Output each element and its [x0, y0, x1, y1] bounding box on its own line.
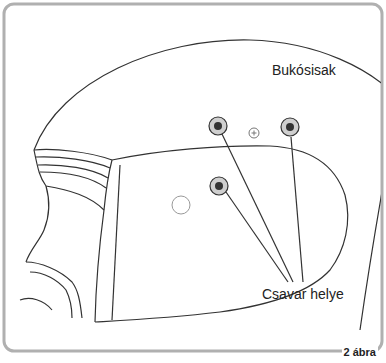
- helmet-back: [360, 120, 381, 330]
- face-opening: [26, 186, 49, 262]
- screw-symbol: [210, 177, 228, 195]
- figure-frame: [4, 4, 382, 351]
- chin-vent: [20, 298, 52, 310]
- part-name: Bukósisak: [272, 62, 336, 78]
- side-panel-front: [95, 210, 104, 322]
- visor-line: [38, 165, 108, 178]
- hollow-hole: [172, 196, 190, 214]
- screw-symbol: [281, 118, 299, 136]
- callout-label: Csavar helye: [262, 286, 344, 302]
- visor-line: [40, 172, 106, 188]
- side-panel-seam: [112, 165, 120, 320]
- chin-guard: [26, 262, 82, 318]
- visor-edge: [34, 150, 104, 210]
- figure-caption: 2 ábra: [342, 346, 378, 358]
- plus-screw: [249, 128, 259, 138]
- helmet-drawing: [20, 40, 381, 330]
- leader-lines: [222, 134, 303, 282]
- screw-symbol: [209, 117, 227, 135]
- chin-guard-inner: [30, 272, 72, 318]
- helmet-shell: [34, 40, 381, 150]
- side-panel: [95, 146, 348, 322]
